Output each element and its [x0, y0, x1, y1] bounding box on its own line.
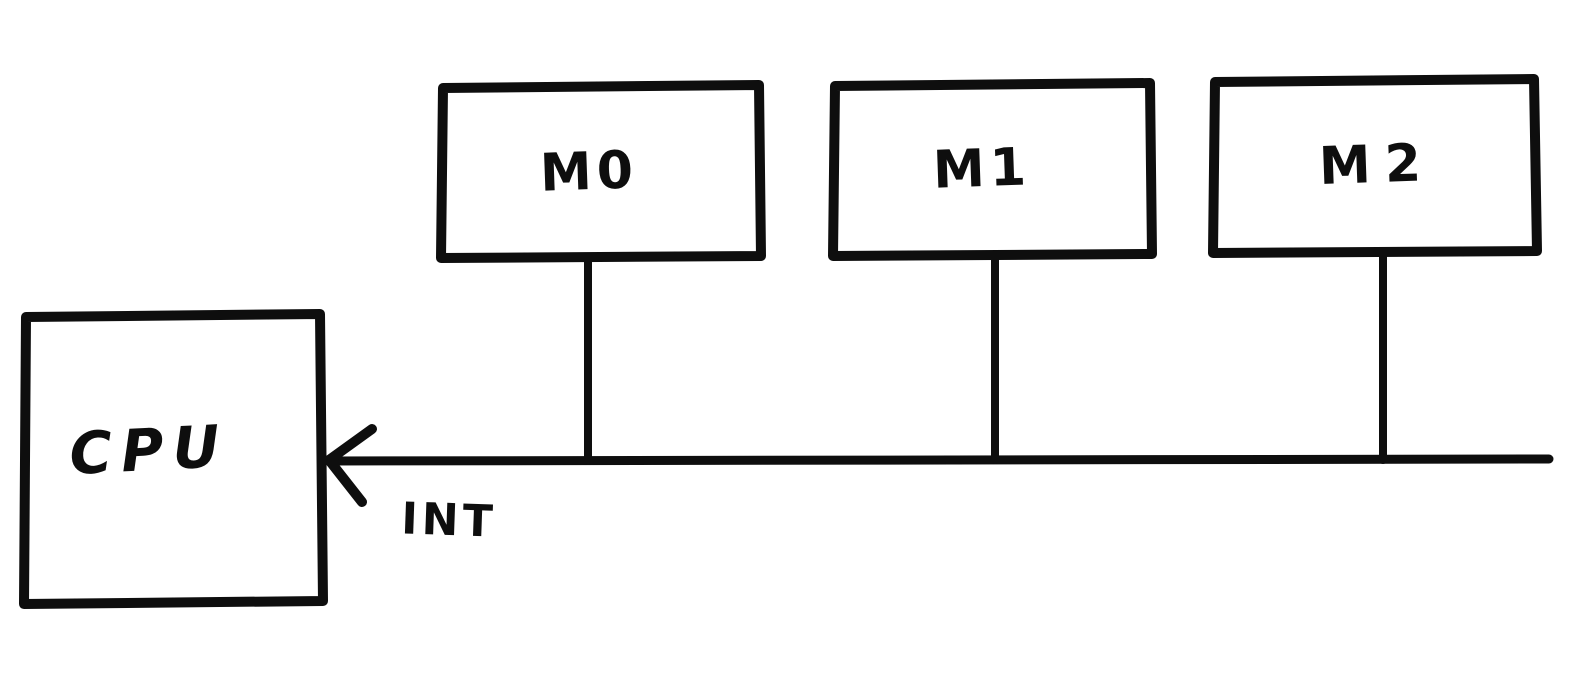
module-label-m2: M2	[1318, 132, 1436, 198]
arrowhead-icon	[324, 424, 377, 507]
module-box-m2	[1208, 74, 1542, 258]
cpu-box	[19, 309, 328, 609]
module-label-m1: M1	[932, 137, 1032, 201]
module-box-m0	[436, 80, 766, 263]
bus-line	[325, 454, 1554, 466]
module-label-m0: M0	[539, 140, 639, 204]
cpu-label: CPU	[67, 411, 231, 489]
interrupt-line-label: INT	[400, 493, 498, 548]
module-box-m1	[828, 78, 1157, 261]
